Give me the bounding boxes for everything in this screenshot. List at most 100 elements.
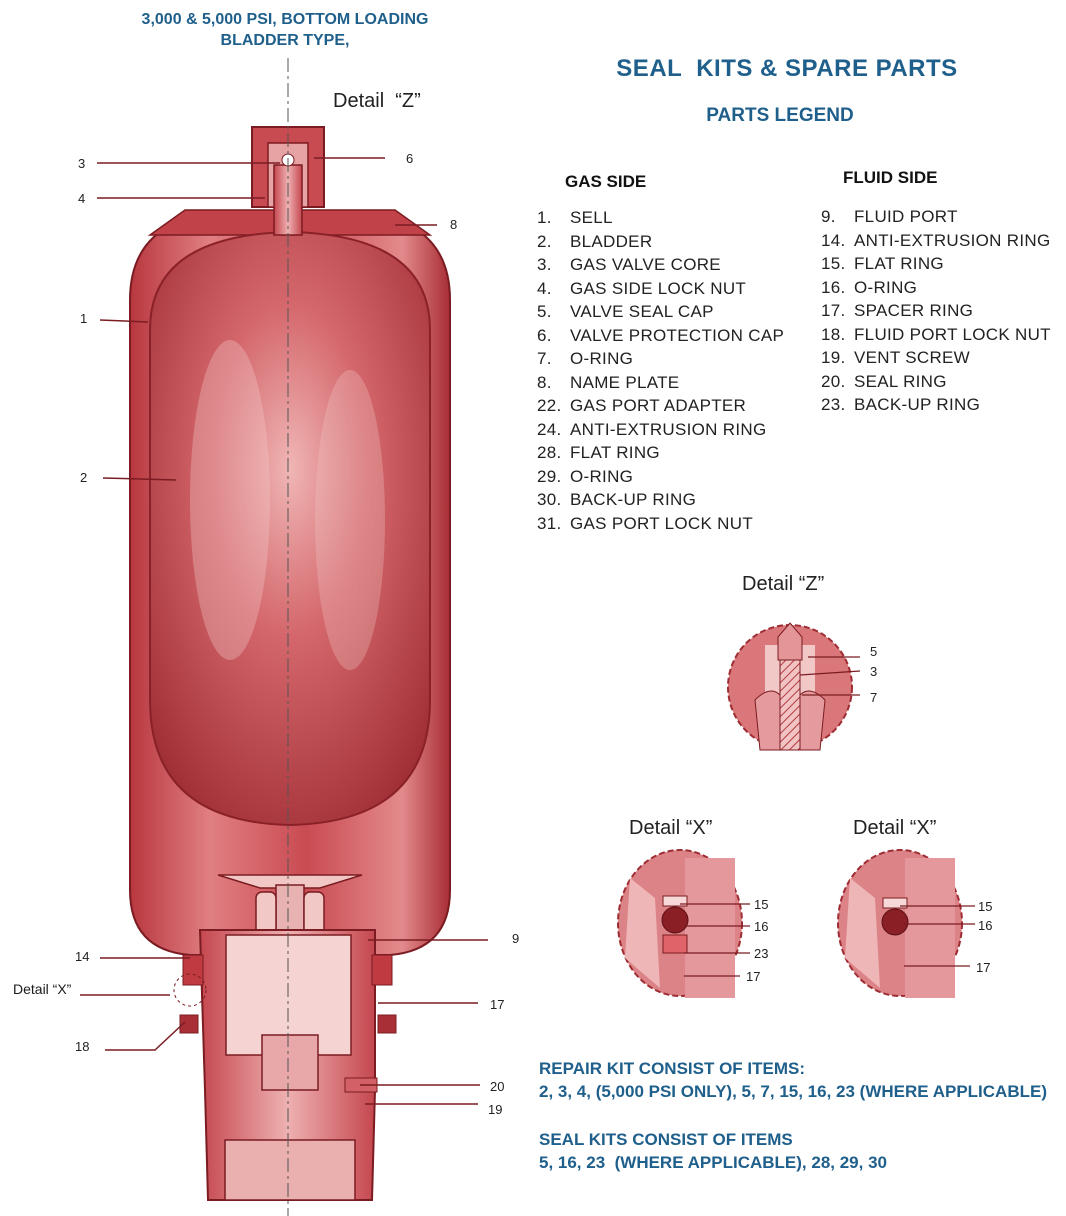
gas-side-item-label: O-RING [570, 349, 634, 368]
gas-side-item: 2. BLADDER [537, 230, 784, 254]
fluid-side-item: 18. FLUID PORT LOCK NUT [821, 323, 1051, 347]
fluid-side-item-number: 9. [821, 207, 836, 226]
gas-side-item-label: GAS VALVE CORE [570, 255, 721, 274]
gas-side-item-label: ANTI-EXTRUSION RING [570, 419, 767, 439]
gas-side-item-number: 3. [537, 255, 552, 274]
gas-side-item-number: 31. [537, 513, 562, 533]
gas-side-item-number: 1. [537, 208, 552, 227]
callout-14: 14 [75, 949, 89, 964]
gas-side-heading: GAS SIDE [565, 172, 647, 191]
repair-kit-block: REPAIR KIT CONSIST OF ITEMS: 2, 3, 4, (5… [539, 1057, 1059, 1103]
detail-z-callout-5: 5 [870, 644, 877, 659]
gas-side-item-label: SELL [570, 208, 613, 227]
callout-1: 1 [80, 311, 87, 326]
callout-18: 18 [75, 1039, 89, 1054]
fluid-side-item-label: ANTI-EXTRUSION RING [854, 230, 1051, 250]
fluid-side-item: 20.SEAL RING [821, 370, 1051, 394]
gas-side-item-label: BACK-UP RING [570, 490, 697, 509]
callout-8: 8 [450, 217, 457, 232]
fluid-side-item: 16.O-RING [821, 276, 1051, 300]
callout-19: 19 [488, 1102, 502, 1117]
callout-9: 9 [512, 931, 519, 946]
gas-side-item-label: GAS PORT LOCK NUT [570, 513, 754, 533]
gas-side-item: 24. ANTI-EXTRUSION RING [537, 418, 784, 442]
detail-x-left-callout-15: 15 [754, 897, 768, 912]
fluid-port-lock-nut [179, 1014, 199, 1034]
page-title: SEAL KITS & SPARE PARTS [616, 55, 958, 82]
fluid-side-item: 19. VENT SCREW [821, 346, 1051, 370]
detail-x-right-label: Detail “X” [853, 817, 937, 839]
callout-20: 20 [490, 1079, 504, 1094]
detail-z-main-label: Detail “Z” [333, 90, 421, 112]
gas-side-item: 6. VALVE PROTECTION CAP [537, 324, 784, 348]
anti-extrusion-ring-right [371, 954, 393, 986]
gas-side-item-label: VALVE PROTECTION CAP [570, 325, 785, 345]
seal-kit-block: SEAL KITS CONSIST OF ITEMS 5, 16, 23 (WH… [539, 1128, 1059, 1174]
gas-side-item: 31. GAS PORT LOCK NUT [537, 512, 784, 536]
accumulator-diagram: 3 4 6 8 1 2 14 9 17 18 20 19 [75, 58, 519, 1216]
header-line-1: 3,000 & 5,000 PSI, BOTTOM LOADING [141, 11, 429, 28]
bladder [149, 230, 431, 827]
callout-3: 3 [78, 156, 85, 171]
detail-x-right-callout-15: 15 [978, 899, 992, 914]
seal-kit-heading: SEAL KITS CONSIST OF ITEMS [539, 1130, 793, 1149]
diagram-header: 3,000 & 5,000 PSI, BOTTOM LOADING BLADDE… [110, 9, 460, 51]
gas-side-item-number: 28. [537, 443, 562, 462]
gas-side-item: 4.GAS SIDE LOCK NUT [537, 277, 784, 301]
gas-side-item: 7.O-RING [537, 347, 784, 371]
gas-side-item: 5.VALVE SEAL CAP [537, 300, 784, 324]
detail-z-callout-7: 7 [870, 690, 877, 705]
fluid-side-item-number: 14. [821, 230, 846, 250]
gas-side-item-number: 8. [537, 372, 552, 392]
fluid-side-item-number: 18. [821, 324, 846, 344]
repair-kit-items: 2, 3, 4, (5,000 PSI ONLY), 5, 7, 15, 16,… [539, 1082, 1047, 1101]
repair-kit-heading: REPAIR KIT CONSIST OF ITEMS: [539, 1059, 806, 1078]
gas-side-item-number: 2. [537, 231, 552, 251]
gas-side-item-label: BLADDER [570, 231, 653, 251]
gas-side-item: 8. NAME PLATE [537, 371, 784, 395]
gas-side-item-label: VALVE SEAL CAP [570, 302, 714, 321]
gas-side-item-number: 22. [537, 396, 562, 415]
fluid-side-item-label: FLAT RING [854, 254, 944, 273]
fluid-side-item-label: FLUID PORT LOCK NUT [854, 324, 1051, 344]
gas-side-item: 29. O-RING [537, 465, 784, 489]
fluid-side-item: 15.FLAT RING [821, 252, 1051, 276]
fluid-side-item-label: BACK-UP RING [854, 395, 981, 414]
detail-x-left-callout-23: 23 [754, 946, 768, 961]
detail-z-label: Detail “Z” [742, 573, 825, 595]
gas-side-item-number: 6. [537, 325, 552, 345]
fluid-side-item-number: 19. [821, 348, 846, 367]
gas-side-item-number: 4. [537, 278, 552, 298]
gas-side-item-number: 24. [537, 419, 562, 439]
callout-4: 4 [78, 191, 85, 206]
legend-title: PARTS LEGEND [706, 105, 854, 126]
gas-side-item-label: NAME PLATE [570, 372, 680, 392]
fluid-side-heading: FLUID SIDE [843, 168, 938, 187]
detail-x-left-callout-16: 16 [754, 919, 768, 934]
fluid-side-item: 17. SPACER RING [821, 299, 1051, 323]
fluid-side-item-number: 23. [821, 395, 846, 414]
detail-x-circle [173, 973, 207, 1007]
detail-z-callout-3: 3 [870, 664, 877, 679]
gas-side-item: 3. GAS VALVE CORE [537, 253, 784, 277]
fluid-side-item: 14. ANTI-EXTRUSION RING [821, 229, 1051, 253]
gas-side-item-label: O-RING [570, 466, 634, 486]
detail-x-left-drawing: 15 16 23 17 [617, 849, 768, 998]
gas-side-item-label: GAS PORT ADAPTER [570, 396, 747, 415]
gas-side-list: 1. SELL 2. BLADDER 3. GAS VALVE CORE 4.GAS SID… [537, 206, 784, 535]
fluid-side-item-label: SPACER RING [854, 301, 974, 320]
seal-kit-items: 5, 16, 23 (WHERE APPLICABLE), 28, 29, 30 [539, 1153, 887, 1172]
poppet-disc [217, 874, 363, 889]
gas-side-item: 1. SELL [537, 206, 784, 230]
fluid-side-item-label: VENT SCREW [854, 348, 971, 367]
fluid-side-item-number: 17. [821, 301, 846, 320]
fluid-side-item-number: 16. [821, 277, 846, 297]
gas-side-item-number: 29. [537, 466, 562, 486]
anti-extrusion-ring-left [182, 954, 204, 986]
detail-x-left-callout-17: 17 [746, 969, 760, 984]
detail-z-drawing: 5 3 7 [727, 622, 877, 751]
callout-17: 17 [490, 997, 504, 1012]
gas-valve-stem [273, 164, 303, 236]
callout-6: 6 [406, 151, 413, 166]
